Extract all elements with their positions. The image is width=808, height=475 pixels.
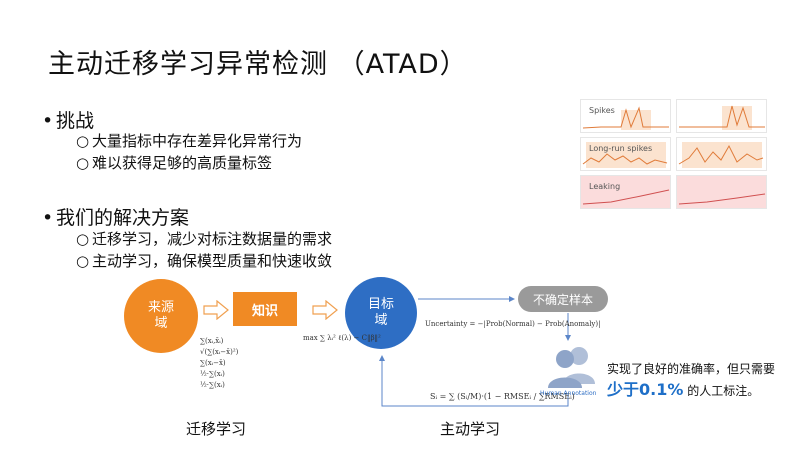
thumbnail-spikes: Spikes	[580, 99, 671, 133]
uncertainty-formula: Uncertainty = −|Prob(Normal) − Prob(Anom…	[425, 320, 601, 328]
stats-formula: ½·∑(xᵢ)	[200, 370, 225, 378]
thumbnail-label: Leaking	[589, 182, 621, 191]
spikes-chart	[582, 106, 669, 130]
solution-item: ○迁移学习，减少对标注数据量的需求	[76, 230, 333, 248]
thumbnail-long-run-2	[676, 137, 767, 171]
thumbnail-spikes-2	[676, 99, 767, 133]
thumbnail-leaking: Leaking	[580, 175, 671, 209]
solutions-heading: •我们的解决方案	[42, 207, 190, 229]
transfer-learning-caption: 迁移学习	[186, 420, 247, 438]
thumbnail-label: Spikes	[589, 106, 615, 115]
challenge-item: ○大量指标中存在差异化异常行为	[76, 132, 303, 150]
uncertain-samples-label: 不确定样本	[532, 292, 593, 307]
challenge-item: ○难以获得足够的高质量标签	[76, 154, 273, 172]
stats-formulas: ∑(xᵢ,x̄ᵢ) √(∑(xᵢ−x̄)²) ∑(xᵢ−x̄) ½·∑(xᵢ) …	[200, 336, 238, 391]
people-icon	[548, 347, 595, 388]
knowledge-label: 知识	[251, 303, 278, 319]
anomaly-examples-grid: Spikes Long-run spikes Leaking	[580, 99, 767, 209]
stats-formula: ∑(xᵢ,x̄ᵢ)	[200, 337, 224, 345]
bullet-icon: •	[42, 110, 54, 132]
long-run-chart	[678, 142, 764, 168]
result-line-1: 实现了良好的准确率，但只需要	[607, 362, 776, 376]
stats-formula: ∑(xᵢ−x̄)	[200, 359, 226, 367]
spikes-chart	[679, 105, 765, 130]
thumbnail-long-run: Long-run spikes	[580, 137, 671, 171]
knowledge-box: 知识	[233, 292, 297, 326]
stats-formula: ½·∑(xᵢ)	[200, 381, 225, 389]
arrow-right-icon	[203, 300, 229, 320]
weight-formula: Sᵢ = ∑ (Sᵢ/M)·(1 − RMSEᵢ / ∑RMSEᵢ)	[430, 392, 575, 401]
circle-bullet-icon: ○	[76, 154, 90, 172]
circle-bullet-icon: ○	[76, 230, 90, 248]
bullet-icon: •	[42, 207, 54, 229]
active-learning-caption: 主动学习	[440, 420, 501, 438]
uncertain-samples-box: 不确定样本	[518, 286, 608, 312]
knowledge-formula: max ∑ λᵢ² ℓ(λ) − C‖β‖²	[303, 334, 381, 342]
solution-item: ○主动学习，确保模型质量和快速收敛	[76, 252, 333, 270]
source-domain-circle: 来源 域	[124, 279, 198, 353]
challenges-heading: •挑战	[42, 110, 95, 132]
circle-bullet-icon: ○	[76, 132, 90, 150]
result-rest: 的人工标注。	[683, 384, 760, 398]
target-domain-label: 目标 域	[367, 297, 394, 328]
circle-bullet-icon: ○	[76, 252, 90, 270]
thumbnail-leaking-2	[676, 175, 767, 209]
source-domain-label: 来源 域	[147, 300, 174, 331]
arrow-right-icon	[312, 300, 338, 320]
leaking-chart	[581, 176, 670, 208]
target-domain-circle: 目标 域	[345, 277, 417, 349]
leaking-chart	[677, 176, 766, 208]
human-annotation-label: Human Annotation	[540, 390, 597, 397]
result-line-2: 少于0.1% 的人工标注。	[607, 376, 759, 400]
result-emphasis: 少于0.1%	[607, 380, 684, 399]
stats-formula: √(∑(xᵢ−x̄)²)	[200, 348, 239, 356]
thumbnail-label: Long-run spikes	[589, 144, 653, 153]
page-title: 主动迁移学习异常检测 （ATAD）	[48, 49, 468, 80]
long-run-chart	[582, 142, 668, 168]
